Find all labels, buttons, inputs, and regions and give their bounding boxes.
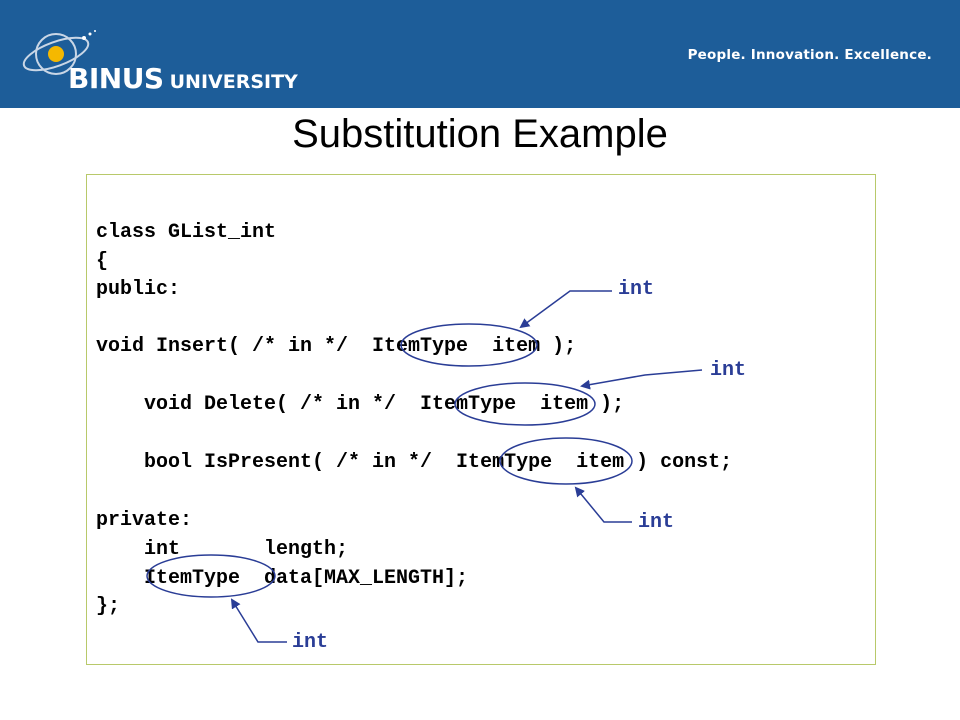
annotation-int-1: int: [618, 278, 655, 301]
code-line-10: };: [96, 595, 121, 618]
code-line-5: void Delete( /* in */ ItemType item );: [96, 393, 625, 416]
logo-sub: UNIVERSITY: [169, 71, 298, 93]
highlight-circle-delete: [454, 382, 596, 426]
code-line-9: ItemType data[MAX_LENGTH];: [96, 567, 469, 590]
arrow-4: [230, 598, 287, 643]
code-box: [86, 174, 876, 665]
code-line-4: void Insert( /* in */ ItemType item );: [96, 335, 577, 358]
code-line-6: bool IsPresent( /* in */ ItemType item )…: [96, 451, 733, 474]
highlight-circle-data: [146, 554, 276, 598]
code-line-8: int length;: [96, 538, 349, 561]
tagline: People. Innovation. Excellence.: [687, 47, 932, 63]
university-logo-icon: [22, 30, 96, 75]
highlight-circle-ispresent: [499, 437, 633, 485]
arrow-1: [519, 290, 612, 329]
arrow-3: [574, 486, 632, 523]
arrow-2: [580, 369, 703, 390]
annotation-int-3: int: [638, 511, 675, 534]
code-line-2: {: [96, 250, 109, 273]
annotation-int-4: int: [292, 631, 329, 654]
code-line-3: public:: [96, 278, 181, 301]
slide-title: Substitution Example: [292, 112, 668, 156]
annotation-int-2: int: [710, 359, 747, 382]
code-line-1: class GList_int: [96, 221, 277, 244]
highlight-circle-insert: [400, 323, 538, 367]
logo-main: BINUS: [68, 62, 164, 95]
code-line-7: private:: [96, 509, 193, 532]
